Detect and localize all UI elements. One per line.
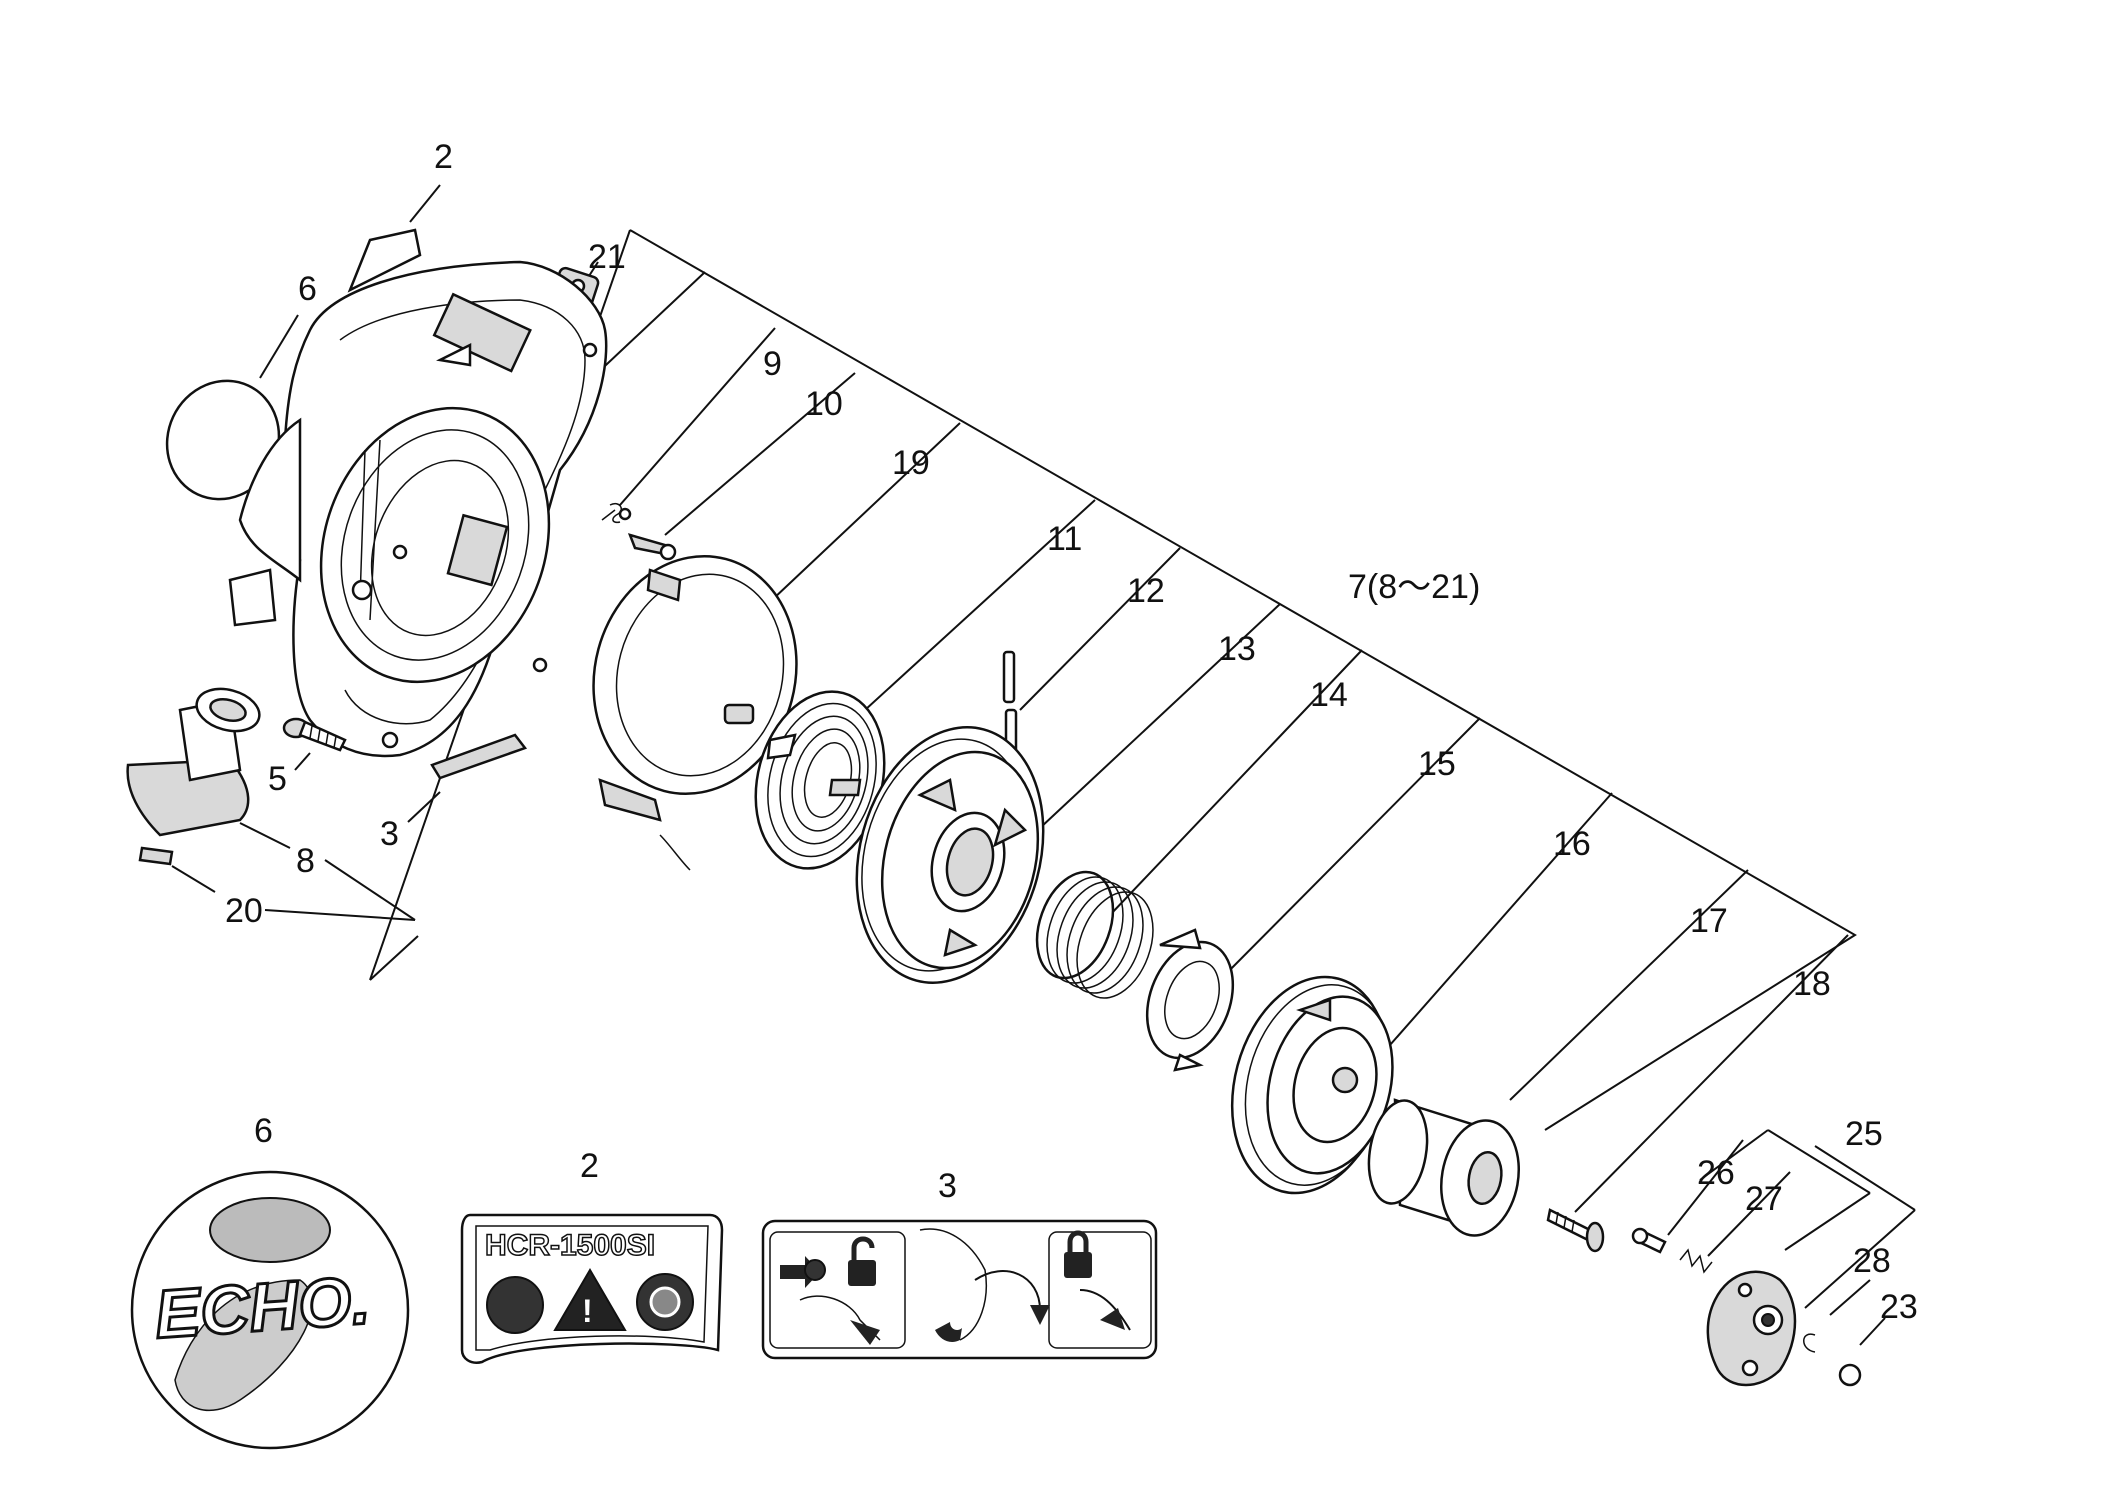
lock-icon [1064, 1230, 1092, 1278]
leader-lines [171, 184, 1916, 1346]
part-25-cover [1706, 1270, 1797, 1387]
part-11-spring [754, 690, 886, 870]
label-decal-2: 2 [580, 1147, 599, 1185]
part-18-screw [1546, 1208, 1605, 1253]
label-25: 25 [1845, 1115, 1883, 1153]
label-23: 23 [1880, 1288, 1918, 1326]
warning-icon-mark: ! [582, 1293, 593, 1329]
starter-housing [228, 260, 608, 758]
part-2-decal [347, 228, 422, 293]
part-10-pawl [627, 533, 677, 561]
part-20-tag [138, 846, 174, 866]
part-28-clip [1803, 1333, 1816, 1353]
part-14-spring [1035, 870, 1154, 999]
part-16-rotor [1230, 975, 1394, 1195]
label-16: 16 [1553, 825, 1591, 863]
part-labels: 2 21 6 9 10 19 11 12 7(8～21) 13 14 15 16… [225, 138, 1918, 1326]
label-5: 5 [268, 760, 287, 798]
label-13: 13 [1218, 630, 1256, 668]
part-17-hub [1367, 1098, 1521, 1237]
part-8-handle [126, 687, 261, 837]
label-11: 11 [1047, 520, 1082, 558]
label-19: 19 [892, 444, 930, 482]
label-3: 3 [380, 815, 399, 853]
label-decal-6: 6 [254, 1112, 273, 1150]
part-13-pulley [855, 726, 1045, 984]
label-6: 6 [298, 270, 317, 308]
part-15-ratchet [1145, 928, 1235, 1072]
label-decal-3: 3 [938, 1167, 957, 1205]
part-19-case [592, 554, 798, 871]
label-27: 27 [1745, 1180, 1783, 1218]
label-9: 9 [763, 345, 782, 383]
manual-icon [486, 1276, 544, 1334]
label-12: 12 [1127, 572, 1165, 610]
unlock-icon [848, 1236, 876, 1286]
label-7: 7(8～21) [1348, 568, 1480, 606]
label-2: 2 [434, 138, 453, 176]
warning-icon [553, 1268, 627, 1331]
label-26: 26 [1697, 1154, 1735, 1192]
label-28: 28 [1853, 1242, 1891, 1280]
decal-6-logo: ECHO. [130, 1170, 410, 1450]
label-17: 17 [1690, 902, 1728, 940]
label-20: 20 [225, 892, 263, 930]
label-8: 8 [296, 842, 315, 880]
model-text: HCR-1500SI [485, 1229, 655, 1262]
label-14: 14 [1310, 676, 1348, 714]
label-10: 10 [805, 385, 843, 423]
decal-3-instructions [761, 1219, 1158, 1360]
part-5-screw [282, 717, 347, 752]
part-9-spring [601, 502, 632, 524]
arrow-curve-icon [935, 1322, 962, 1342]
part-26-pin [1631, 1227, 1667, 1254]
part-27-spring [1679, 1248, 1713, 1274]
label-21: 21 [588, 238, 626, 276]
part-3-strip [430, 733, 528, 780]
label-15: 15 [1418, 745, 1456, 783]
label-18: 18 [1793, 965, 1831, 1003]
decal-2-model: HCR-1500SI ! [460, 1213, 724, 1364]
echo-logo-text: ECHO. [152, 1262, 372, 1353]
part-23-ring [1838, 1363, 1862, 1387]
